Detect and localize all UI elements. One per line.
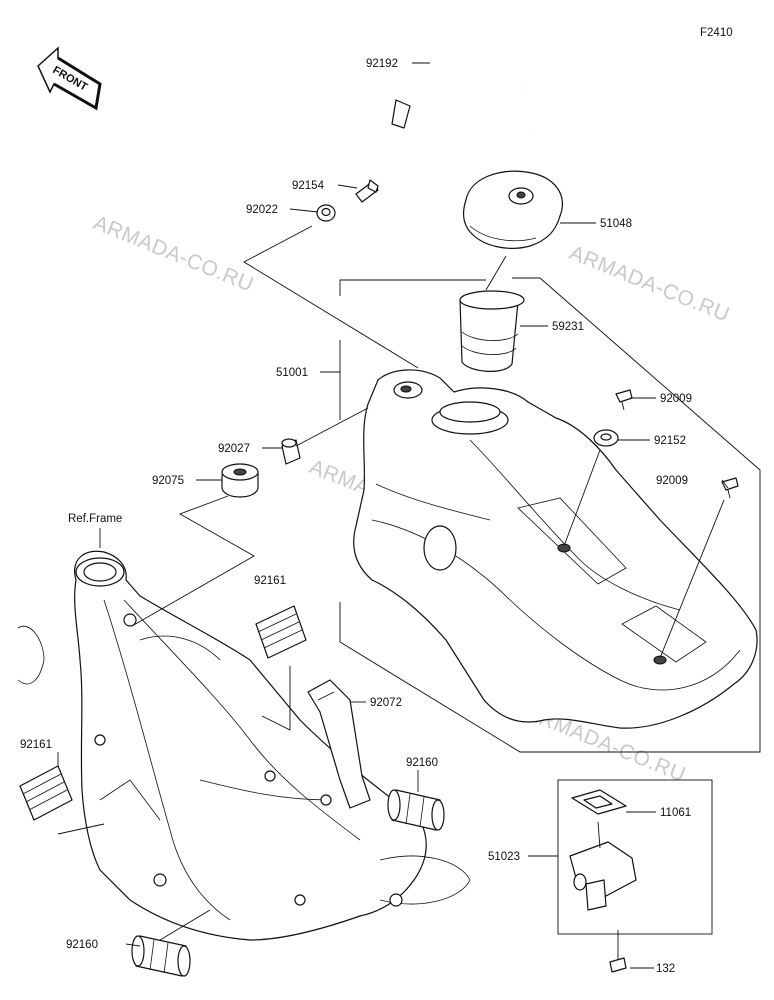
fuel-tank-part xyxy=(353,369,758,729)
damper-tube-part-lower xyxy=(131,935,191,977)
label-92009-lower: 92009 xyxy=(656,475,688,487)
label-132: 132 xyxy=(656,963,675,975)
label-51048: 51048 xyxy=(600,218,632,230)
label-92154: 92154 xyxy=(292,180,325,192)
fuel-cap-part xyxy=(462,170,563,249)
label-92160-lower: 92160 xyxy=(66,939,98,951)
figure-code: F2410 xyxy=(700,27,733,39)
collar-part xyxy=(281,438,301,465)
watermark-2: ARMADA-CO.RU xyxy=(566,241,733,326)
frame-part xyxy=(17,550,471,941)
part-labels: 92192 92154 92022 51048 59231 51001 9200… xyxy=(20,58,692,975)
label-92072: 92072 xyxy=(370,697,402,709)
filler-neck-part xyxy=(459,290,525,372)
gasket-part xyxy=(571,789,627,815)
label-92161-upper: 92161 xyxy=(254,575,286,587)
damper-part xyxy=(221,463,259,498)
leader-lines xyxy=(57,62,761,969)
screw-part-lower xyxy=(721,477,739,499)
watermark-1: ARMADA-CO.RU xyxy=(90,211,257,296)
fuel-cock-part xyxy=(569,821,637,911)
fuel-cock-box xyxy=(557,779,713,935)
strap-part xyxy=(307,679,371,809)
breather-hose-part xyxy=(391,50,536,135)
label-51001: 51001 xyxy=(276,367,308,379)
label-92192: 92192 xyxy=(366,58,398,70)
washer-part xyxy=(316,204,336,222)
pad-part-upper xyxy=(255,605,307,659)
label-59231: 59231 xyxy=(552,321,584,333)
screw-part-upper xyxy=(615,389,633,411)
label-92009-upper: 92009 xyxy=(660,393,692,405)
label-11061: 11061 xyxy=(660,807,691,819)
label-92160-upper: 92160 xyxy=(406,757,438,769)
label-92152: 92152 xyxy=(654,435,686,447)
pad-part-lower xyxy=(19,765,73,821)
grommet-part xyxy=(593,429,619,447)
label-92022: 92022 xyxy=(246,204,278,216)
front-arrow-icon: FRONT xyxy=(37,46,102,111)
label-92075: 92075 xyxy=(152,475,184,487)
damper-tube-part-upper xyxy=(387,789,445,831)
bolt-part xyxy=(355,179,379,203)
ref-frame-label: Ref.Frame xyxy=(68,513,122,525)
label-51023: 51023 xyxy=(488,851,520,863)
screw-part-132 xyxy=(609,930,627,973)
label-92161-lower: 92161 xyxy=(20,739,52,751)
label-92027: 92027 xyxy=(218,443,250,455)
